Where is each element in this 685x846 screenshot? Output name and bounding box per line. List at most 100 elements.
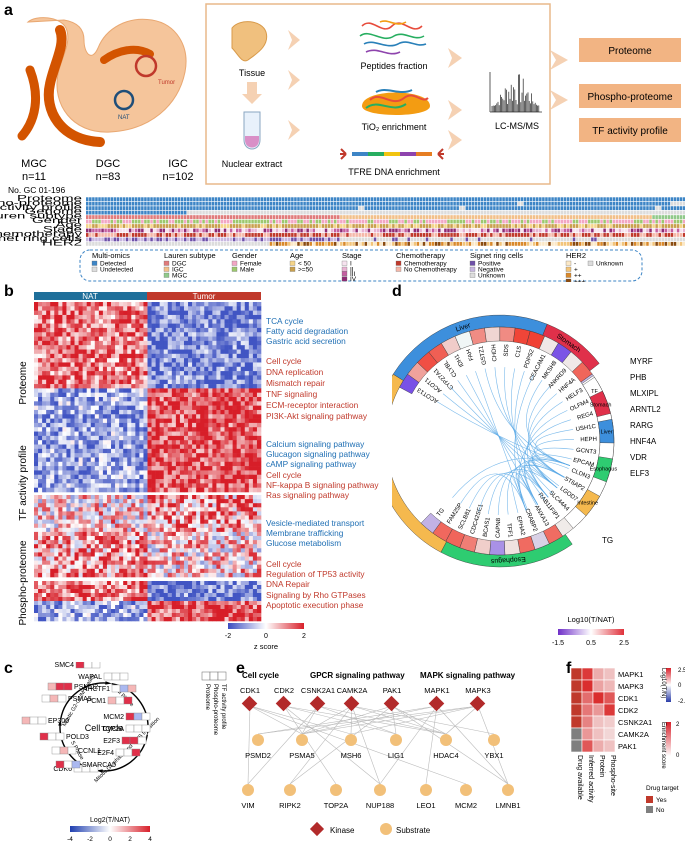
track-cell <box>171 206 175 211</box>
track-cell <box>95 197 98 202</box>
heatmap-cell <box>208 427 213 432</box>
heatmap-cell <box>163 495 169 500</box>
track-cell <box>303 219 306 224</box>
track-cell <box>456 210 459 215</box>
track-cell <box>101 215 104 219</box>
heatmap-cell <box>106 319 112 324</box>
heatmap-cell <box>62 310 67 316</box>
heatmap-cell <box>200 409 205 415</box>
track-cell <box>520 224 524 228</box>
track-cell <box>594 224 597 228</box>
heatmap-cell <box>131 327 136 333</box>
track-cell <box>441 201 444 206</box>
heatmap-cell <box>216 384 221 389</box>
heatmap-cell <box>155 362 160 368</box>
track-cell <box>398 241 401 246</box>
heatmap-cell <box>151 453 156 458</box>
track-cell <box>536 215 539 219</box>
heatmap-cell <box>252 319 258 324</box>
heatmap-cell <box>147 427 152 432</box>
track-cell <box>165 241 169 246</box>
heatmap-cell <box>86 431 92 437</box>
heatmap-cell <box>179 388 185 393</box>
heatmap-cell <box>163 440 169 445</box>
heatmap-cell <box>192 401 197 406</box>
track-cell <box>431 210 435 215</box>
track-cell <box>315 215 319 219</box>
heatmap-cell <box>204 306 209 311</box>
heatmap-cell <box>208 448 213 454</box>
track-cell <box>180 210 184 215</box>
heatmap-cell <box>204 327 209 333</box>
heatmap-cell <box>66 431 71 437</box>
track-cell <box>416 228 420 233</box>
track-cell <box>382 201 386 206</box>
track-cell <box>327 228 331 233</box>
heatmap-cell <box>248 319 254 324</box>
track-cell <box>670 210 674 215</box>
track-cell <box>288 224 291 228</box>
heatmap-cell <box>34 314 39 320</box>
track-cell <box>514 197 518 202</box>
heatmap-cell <box>196 470 201 476</box>
track-cell <box>499 224 502 228</box>
heatmap-cell <box>94 409 100 415</box>
heatmap-cell <box>224 435 229 441</box>
legend-swatch <box>231 260 238 266</box>
heatmap-cell <box>106 306 112 311</box>
heatmap-cell <box>208 457 213 463</box>
track-cell <box>168 233 172 237</box>
heatmap-cell <box>42 461 47 467</box>
track-cell <box>630 233 634 237</box>
heatmap-cell <box>188 495 193 500</box>
heatmap-cell <box>46 397 51 402</box>
legend-swatch <box>395 260 402 266</box>
heatmap-cell <box>143 379 148 385</box>
track-cell <box>162 201 166 206</box>
track-cell <box>560 215 563 219</box>
legend-swatch <box>565 272 572 278</box>
track-cell <box>104 219 107 224</box>
heatmap-cell <box>183 414 189 419</box>
track-cell <box>630 237 634 242</box>
track-cell <box>294 197 297 202</box>
track-cell <box>291 210 294 215</box>
track-cell <box>315 228 319 233</box>
track-cell <box>398 197 401 202</box>
heatmap-cell <box>196 422 201 428</box>
track-cell <box>453 219 456 224</box>
heatmap-cell <box>155 327 160 333</box>
track-cell <box>214 237 218 242</box>
heatmap-cell <box>188 479 193 484</box>
heatmap-cell <box>119 499 124 504</box>
heatmap-cell <box>159 440 165 445</box>
heatmap-cell <box>240 392 246 398</box>
track-cell <box>407 224 410 228</box>
heatmap-cell <box>167 422 173 428</box>
heatmap-cell <box>163 418 169 424</box>
heatmap-cell <box>90 405 96 411</box>
track-cell <box>168 215 172 219</box>
track-cell <box>505 233 508 237</box>
track-cell <box>171 228 175 233</box>
heatmap-cell <box>135 444 140 450</box>
track-cell <box>236 237 239 242</box>
track-cell <box>291 228 294 233</box>
heatmap-cell <box>208 379 213 385</box>
heatmap-cell <box>106 487 112 493</box>
heatmap-cell <box>82 388 87 393</box>
heatmap-cell <box>62 448 67 454</box>
heatmap-cell <box>159 466 165 471</box>
track-cell <box>676 219 680 224</box>
track-cell <box>318 228 322 233</box>
legend-title: Gender <box>232 251 258 260</box>
heatmap-cell <box>54 444 59 450</box>
heatmap-cell <box>208 409 213 415</box>
legend-title: Lauren subtype <box>164 251 216 260</box>
heatmap-cell <box>244 345 250 350</box>
heatmap-cell <box>171 405 177 411</box>
track-cell <box>557 224 560 228</box>
heatmap-cell <box>123 336 128 342</box>
heatmap-cell <box>155 336 160 342</box>
heatmap-cell <box>236 358 242 363</box>
